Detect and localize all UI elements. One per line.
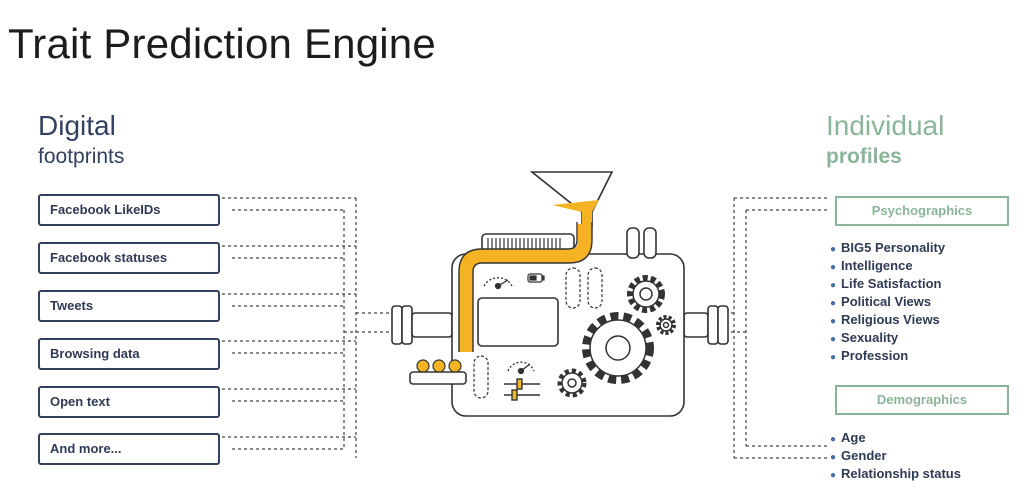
page-title: Trait Prediction Engine	[8, 20, 436, 67]
trait-label: Life Satisfaction	[841, 276, 942, 291]
trait-list-item: ● BIG5 Personality	[830, 240, 945, 255]
bullet-icon: ●	[830, 334, 837, 345]
bullet-icon: ●	[830, 244, 837, 255]
bullet-icon: ●	[830, 452, 837, 463]
source-facebook-statuses: Facebook statuses	[38, 242, 220, 274]
source-facebook-likeids: Facebook LikeIDs	[38, 194, 220, 226]
trait-label: Gender	[841, 448, 887, 463]
funnel	[529, 171, 614, 227]
bullet-icon: ●	[830, 434, 837, 445]
trait-label: Intelligence	[841, 258, 913, 273]
trait-list-item: ● Relationship status	[830, 466, 961, 481]
source-browsing-data: Browsing data	[38, 338, 220, 370]
psychographics-box: Psychographics	[835, 196, 1009, 226]
left-connectors	[222, 197, 393, 458]
trait-list-item: ● Profession	[830, 348, 908, 363]
source-tweets: Tweets	[38, 290, 220, 322]
slider-controls	[504, 378, 540, 401]
individual-profiles-subheading: profiles	[826, 145, 902, 168]
gauge-icon	[483, 277, 513, 290]
battery-icon	[527, 273, 545, 283]
gear-icons	[557, 275, 676, 398]
source-and-more: And more...	[38, 433, 220, 465]
trait-list-item: ● Life Satisfaction	[830, 276, 941, 291]
trait-list-item: ● Gender	[830, 448, 887, 463]
demographics-box: Demographics	[835, 385, 1009, 415]
bullet-icon: ●	[830, 280, 837, 291]
bullet-icon: ●	[830, 316, 837, 327]
trait-label: BIG5 Personality	[841, 240, 946, 255]
trait-list-item: ● Age	[830, 430, 866, 445]
digital-footprints-subheading: footprints	[38, 145, 125, 168]
bullet-icon: ●	[830, 298, 837, 309]
source-open-text: Open text	[38, 386, 220, 418]
trait-list-item: ● Political Views	[830, 294, 931, 309]
trait-list-item: ● Religious Views	[830, 312, 940, 327]
gauge2-icon	[507, 361, 535, 375]
bullet-icon: ●	[830, 352, 837, 363]
trait-list-item: ● Intelligence	[830, 258, 913, 273]
input-balls	[416, 359, 462, 373]
digital-footprints-heading: Digital	[38, 110, 116, 141]
trait-label: Relationship status	[841, 466, 961, 481]
flow-pipe	[459, 224, 592, 352]
trait-list-item: ● Sexuality	[830, 330, 898, 345]
individual-profiles-heading: Individual	[826, 110, 945, 141]
trait-label: Political Views	[841, 294, 932, 309]
trait-label: Age	[841, 430, 866, 445]
bullet-icon: ●	[830, 262, 837, 273]
trait-label: Religious Views	[841, 312, 940, 327]
trait-label: Profession	[841, 348, 909, 363]
bullet-icon: ●	[830, 470, 837, 481]
trait-label: Sexuality	[841, 330, 899, 345]
right-connectors	[712, 197, 828, 459]
